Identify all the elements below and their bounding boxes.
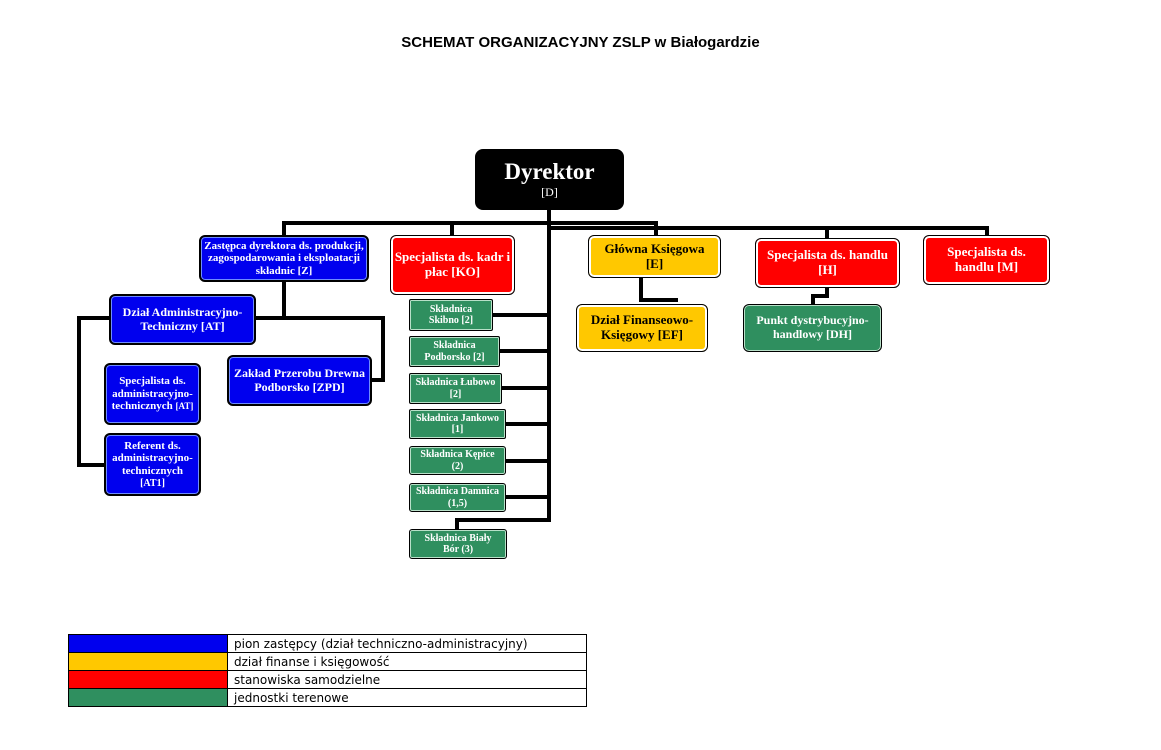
depot-name: Składnica	[433, 340, 476, 351]
admin-tech-specialist-title: Specjalista ds. administracyjno-technicz…	[111, 375, 193, 413]
admin-tech-specialist-box: Specjalista ds. administracyjno-technicz…	[104, 363, 201, 425]
admin-tech-referent-box: Referent ds. administracyjno-technicznyc…	[104, 433, 201, 496]
depot-box: Składnica Biały Bór (3)	[409, 529, 507, 559]
depot-box: Składnica Jankowo [1]	[409, 409, 506, 439]
trade-specialist-h-name: Specjalista ds. handlu	[766, 247, 888, 263]
distribution-point-box: Punkt dystrybucyjno-handlowy [DH]	[743, 304, 882, 352]
deputy-director-box: Zastępca dyrektora ds. produkcji, zagosp…	[199, 235, 369, 282]
depot-box: Składnica Łubowo [2]	[409, 373, 502, 404]
legend-label: jednostki terenowe	[227, 688, 587, 707]
chief-accountant-name: Główna Księgowa	[604, 240, 705, 256]
admin-tech-referent-title: Referent ds. administracyjno-technicznyc…	[112, 439, 193, 478]
finance-dept-label: Dział Finanseowo-Księgowy [EF]	[590, 312, 694, 342]
admin-tech-dept-box: Dział Administracyjno-Techniczny [AT]	[109, 294, 256, 345]
depot-detail: Bór (3)	[442, 544, 474, 555]
legend-row: jednostki terenowe	[68, 688, 587, 707]
legend-label: dział finanse i księgowość	[227, 652, 587, 671]
finance-dept-box: Dział Finanseowo-Księgowy [EF]	[576, 304, 708, 352]
wood-plant-box: Zakład Przerobu Drewna Podborsko [ZPD]	[227, 355, 372, 406]
depot-name: Składnica Biały	[424, 532, 492, 544]
depot-name: Składnica Łubowo	[415, 377, 496, 388]
depot-detail: [2]	[449, 388, 462, 400]
depot-detail: Podborsko [2]	[424, 351, 485, 363]
legend-row: stanowiska samodzielne	[68, 670, 587, 689]
director-name: Dyrektor	[504, 159, 595, 185]
trade-specialist-h-code: [H]	[818, 262, 837, 277]
admin-tech-referent-code: [AT1]	[140, 477, 165, 489]
deputy-director-label: Zastępca dyrektora ds. produkcji, zagosp…	[204, 239, 364, 277]
page-title: SCHEMAT ORGANIZACYJNY ZSLP w Białogardzi…	[401, 34, 760, 51]
depot-name: Składnica Kępice	[420, 449, 495, 460]
director-box: Dyrektor [D]	[475, 149, 624, 210]
legend-label: pion zastępcy (dział techniczno-administ…	[227, 634, 587, 653]
trade-specialist-h-box: Specjalista ds. handlu [H]	[755, 238, 900, 288]
legend-row: dział finanse i księgowość	[68, 652, 587, 671]
legend-swatch	[68, 670, 228, 689]
depot-name: Składnica Damnica	[415, 486, 500, 497]
admin-tech-dept-label: Dział Administracyjno-Techniczny [AT]	[122, 304, 243, 333]
admin-tech-specialist-label: Specjalista ds. administracyjno-technicz…	[109, 375, 196, 413]
depot-detail: (2)	[451, 460, 464, 472]
depot-name: Składnica Jankowo	[415, 412, 500, 424]
chief-accountant-code: [E]	[645, 255, 664, 271]
legend-label: stanowiska samodzielne	[227, 670, 587, 689]
trade-specialist-m-label: Specjalista ds. handlu [M]	[947, 244, 1026, 274]
depot-box: Składnica Damnica (1,5)	[409, 483, 506, 512]
depot-detail: (1,5)	[447, 497, 468, 509]
legend-table: pion zastępcy (dział techniczno-administ…	[68, 634, 587, 707]
legend-swatch	[68, 688, 228, 707]
depot-box: Składnica Skibno [2]	[409, 299, 493, 331]
hr-specialist-box: Specjalista ds. kadr i płac [KO]	[390, 235, 515, 295]
chief-accountant-box: Główna Księgowa [E]	[588, 235, 721, 278]
legend-row: pion zastępcy (dział techniczno-administ…	[68, 634, 587, 653]
depot-box: Składnica Kępice (2)	[409, 446, 506, 475]
trade-specialist-m-box: Specjalista ds. handlu [M]	[923, 235, 1050, 285]
legend-swatch	[68, 652, 228, 671]
legend-swatch	[68, 634, 228, 653]
admin-tech-specialist-code: [AT]	[175, 401, 194, 412]
director-code: [D]	[541, 184, 558, 199]
depot-detail: [1]	[451, 424, 464, 435]
hr-specialist-label: Specjalista ds. kadr i płac [KO]	[394, 249, 511, 279]
depot-box: Składnica Podborsko [2]	[409, 336, 500, 367]
depot-detail: Skibno [2]	[428, 315, 474, 326]
depot-name: Składnica	[429, 303, 473, 315]
wood-plant-label: Zakład Przerobu Drewna Podborsko [ZPD]	[234, 365, 365, 394]
distribution-point-label: Punkt dystrybucyjno-handlowy [DH]	[756, 313, 869, 341]
